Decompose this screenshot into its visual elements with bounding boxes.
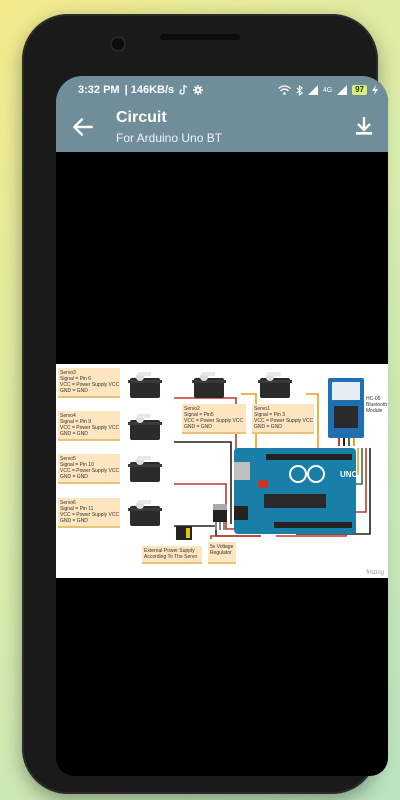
servo-6	[128, 500, 162, 526]
servo-3	[128, 372, 162, 398]
servo2-note: Servo2 Signal = Pin5 VCC = Power Supply …	[182, 404, 246, 434]
servo-2	[192, 372, 226, 398]
status-bar: 3:32 PM | 146KB/s 4G 97	[56, 76, 388, 104]
power-supply-jack	[176, 526, 192, 540]
page-subtitle: For Arduino Uno BT	[116, 131, 223, 145]
status-time: 3:32 PM	[78, 84, 120, 96]
servo6-note: Servo6 Signal = Pin 11 VCC = Power Suppl…	[58, 498, 120, 528]
servo-5	[128, 456, 162, 482]
power-supply-note: External Power Supply According To The S…	[142, 546, 202, 564]
servo1-note: Servo1 Signal = Pin 3 VCC = Power Supply…	[252, 404, 314, 434]
fritzing-watermark: fritzing	[366, 570, 384, 576]
servo-1	[258, 372, 292, 398]
charging-icon	[372, 85, 378, 95]
network-type: 4G	[322, 86, 333, 94]
wifi-icon	[277, 85, 291, 95]
signal-2-icon	[337, 85, 348, 95]
arduino-uno-board	[234, 448, 356, 534]
download-icon[interactable]	[352, 114, 376, 138]
voltage-regulator	[213, 504, 227, 530]
screen: 3:32 PM | 146KB/s 4G 97 Circuit For Ardu…	[56, 76, 388, 776]
app-bar: Circuit For Arduino Uno BT	[56, 104, 388, 152]
bluetooth-icon	[296, 84, 303, 96]
battery-indicator: 97	[352, 85, 367, 95]
page-title: Circuit	[116, 109, 167, 126]
servo-4	[128, 414, 162, 440]
phone-frame: 3:32 PM | 146KB/s 4G 97 Circuit For Ardu…	[22, 14, 388, 794]
tiktok-icon	[179, 85, 188, 95]
regulator-note: 5v Voltage Regulator	[208, 542, 236, 564]
status-speed: | 146KB/s	[124, 84, 175, 96]
servo4-note: Servo4 Signal = Pin 9 VCC = Power Supply…	[58, 411, 120, 441]
earpiece-speaker	[160, 34, 240, 40]
back-arrow-icon[interactable]	[70, 114, 96, 140]
hc05-bluetooth-module	[328, 378, 364, 446]
front-camera	[112, 38, 124, 50]
uno-board-label: UNO	[340, 470, 358, 479]
circuit-diagram-image: Servo3 Signal = Pin 6 VCC = Power Supply…	[56, 364, 388, 578]
signal-icon	[307, 85, 318, 95]
servo3-note: Servo3 Signal = Pin 6 VCC = Power Supply…	[58, 368, 120, 398]
servo5-note: Servo5 Signal = Pin 10 VCC = Power Suppl…	[58, 454, 120, 484]
bt-module-label: HC-05 Bluetooth Module	[366, 396, 388, 414]
settings-gear-icon	[193, 85, 204, 95]
